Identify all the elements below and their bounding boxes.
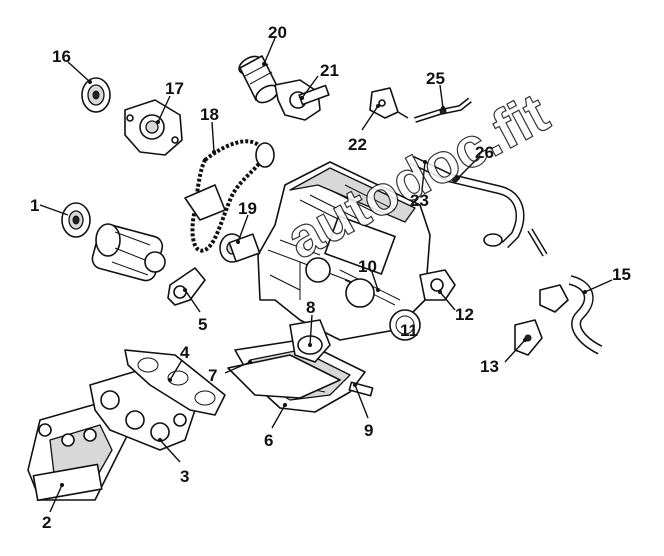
callout-16: 16 [52, 47, 71, 66]
callout-5: 5 [198, 315, 207, 334]
crank-pulley [61, 202, 91, 238]
exhaust-manifold [27, 399, 131, 502]
breather-pipe [414, 97, 472, 123]
callout-26: 26 [475, 143, 494, 162]
callout-15: 15 [612, 265, 631, 284]
filter-housing [274, 79, 330, 121]
callout-23: 23 [410, 191, 429, 210]
alternator [91, 223, 166, 282]
callout-1: 1 [30, 196, 39, 215]
callout-2: 2 [42, 513, 51, 532]
callout-18: 18 [200, 105, 219, 124]
callout-13: 13 [480, 357, 499, 376]
engine-block [257, 161, 431, 341]
manifold-gasket [124, 349, 226, 416]
callout-3: 3 [180, 467, 189, 486]
mounting-bracket [369, 87, 409, 119]
callout-20: 20 [268, 23, 287, 42]
callouts: 1 2 3 4 5 6 7 8 9 10 11 12 13 [30, 23, 631, 532]
water-outlet [419, 269, 569, 313]
callout-9: 9 [364, 421, 373, 440]
callout-7: 7 [208, 366, 217, 385]
callout-21: 21 [320, 61, 339, 80]
callout-17: 17 [165, 79, 184, 98]
radiator-hose [568, 275, 603, 355]
callout-10: 10 [358, 257, 377, 276]
callout-22: 22 [348, 135, 367, 154]
oil-pan [227, 339, 374, 413]
callout-11: 11 [400, 321, 418, 340]
callout-19: 19 [238, 199, 257, 218]
callout-4: 4 [180, 343, 190, 362]
thermostat-housing [167, 267, 206, 306]
callout-25: 25 [426, 69, 445, 88]
timing-chain [184, 139, 275, 253]
oil-filter [238, 55, 279, 104]
coolant-pipe [410, 155, 548, 257]
callout-8: 8 [306, 298, 315, 317]
callout-12: 12 [455, 305, 474, 324]
idler-pulley [81, 77, 111, 113]
water-pump [124, 99, 183, 156]
callout-6: 6 [264, 431, 273, 450]
sensor-13 [514, 319, 543, 356]
